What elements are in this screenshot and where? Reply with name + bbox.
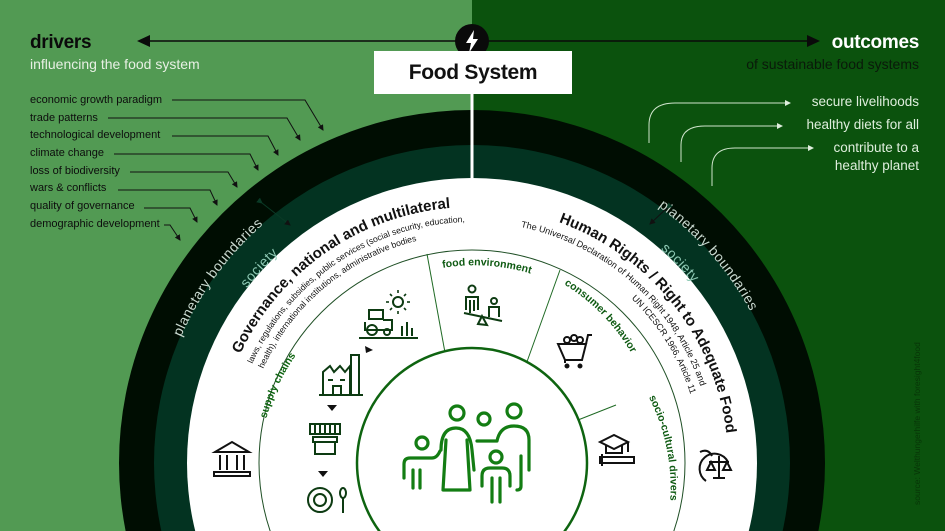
outcome-leader-lines — [648, 100, 814, 186]
plate-spoon-icon — [307, 487, 347, 513]
arrow-down-icon-3 — [318, 471, 328, 477]
sector-ring — [258, 249, 686, 531]
driver-item: demographic development — [30, 217, 160, 230]
driver-item: wars & conflicts — [30, 182, 107, 195]
driver-item: quality of governance — [30, 200, 135, 213]
outcome-healthy-diets: healthy diets for all — [806, 117, 919, 132]
factory-icon — [319, 354, 363, 396]
outcome-healthy-planet-line1: contribute to a — [833, 140, 919, 155]
outcomes-title: outcomes — [831, 32, 920, 53]
globe-justice-scales-icon — [698, 449, 733, 482]
seesaw-people-icon — [463, 284, 503, 327]
arrow-down-icon-2 — [327, 405, 337, 411]
family-icon — [402, 402, 531, 504]
graduation-cap-books-icon — [597, 433, 635, 466]
outcome-healthy-planet-line2: healthy planet — [834, 158, 919, 173]
arrow-left-head-icon — [137, 35, 150, 47]
right-double-arrow-icon — [649, 202, 673, 225]
arrow-right-head-icon — [807, 35, 820, 47]
lightning-bolt-icon — [466, 30, 478, 53]
driver-leader-lines — [108, 99, 324, 241]
driver-item: loss of biodiversity — [30, 164, 120, 177]
source-credit: source: Welthungerhilfe with foresight4f… — [912, 342, 922, 505]
government-building-icon — [211, 440, 253, 477]
driver-item: trade patterns — [30, 111, 98, 124]
drivers-list: economic growth paradigm trade patterns … — [30, 92, 162, 234]
outcome-secure-livelihoods: secure livelihoods — [811, 94, 919, 109]
driver-item: climate change — [30, 147, 104, 160]
food-system-box: Food System — [374, 51, 572, 94]
sector-dividers — [426, 253, 617, 421]
driver-item: technological development — [30, 129, 161, 142]
market-stall-icon — [309, 423, 341, 455]
shopping-cart-icon — [556, 334, 592, 369]
tractor-sun-icon — [359, 290, 418, 339]
drivers-title: drivers — [30, 32, 92, 53]
left-double-arrow-icon — [256, 197, 291, 226]
outcomes-subtitle: of sustainable food systems — [746, 56, 919, 72]
arrow-down-icon — [365, 346, 373, 353]
driver-item: economic growth paradigm — [30, 94, 163, 106]
food-system-title: Food System — [408, 60, 538, 84]
drivers-subtitle: influencing the food system — [30, 56, 200, 72]
